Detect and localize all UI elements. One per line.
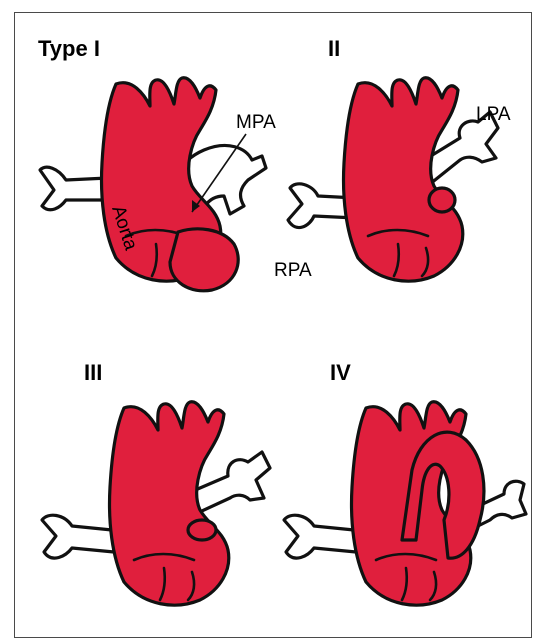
- right-pulmonary-branch-iv: [284, 515, 356, 558]
- panel-ii: II LPA RPA: [274, 36, 511, 281]
- panel-title-type-i: Type I: [38, 36, 100, 61]
- panel-iii: III: [42, 360, 270, 605]
- label-lpa: LPA: [476, 104, 511, 125]
- panel-title-iii: III: [84, 360, 102, 385]
- pulmonary-stump: [429, 188, 455, 212]
- aorta-heart-ii: [344, 78, 463, 281]
- panel-type-i: Type I Aorta MPA: [38, 36, 276, 291]
- panel-title-ii: II: [328, 36, 340, 61]
- label-rpa: RPA: [274, 260, 312, 281]
- ventricle-bulge: [170, 229, 238, 291]
- right-pulmonary-branch: [40, 167, 108, 210]
- panel-iv: IV: [284, 360, 526, 605]
- right-pulmonary-branch-iii: [42, 515, 114, 558]
- pulmonary-stump-iii: [188, 520, 216, 540]
- panel-title-iv: IV: [330, 360, 351, 385]
- label-mpa: MPA: [236, 112, 276, 133]
